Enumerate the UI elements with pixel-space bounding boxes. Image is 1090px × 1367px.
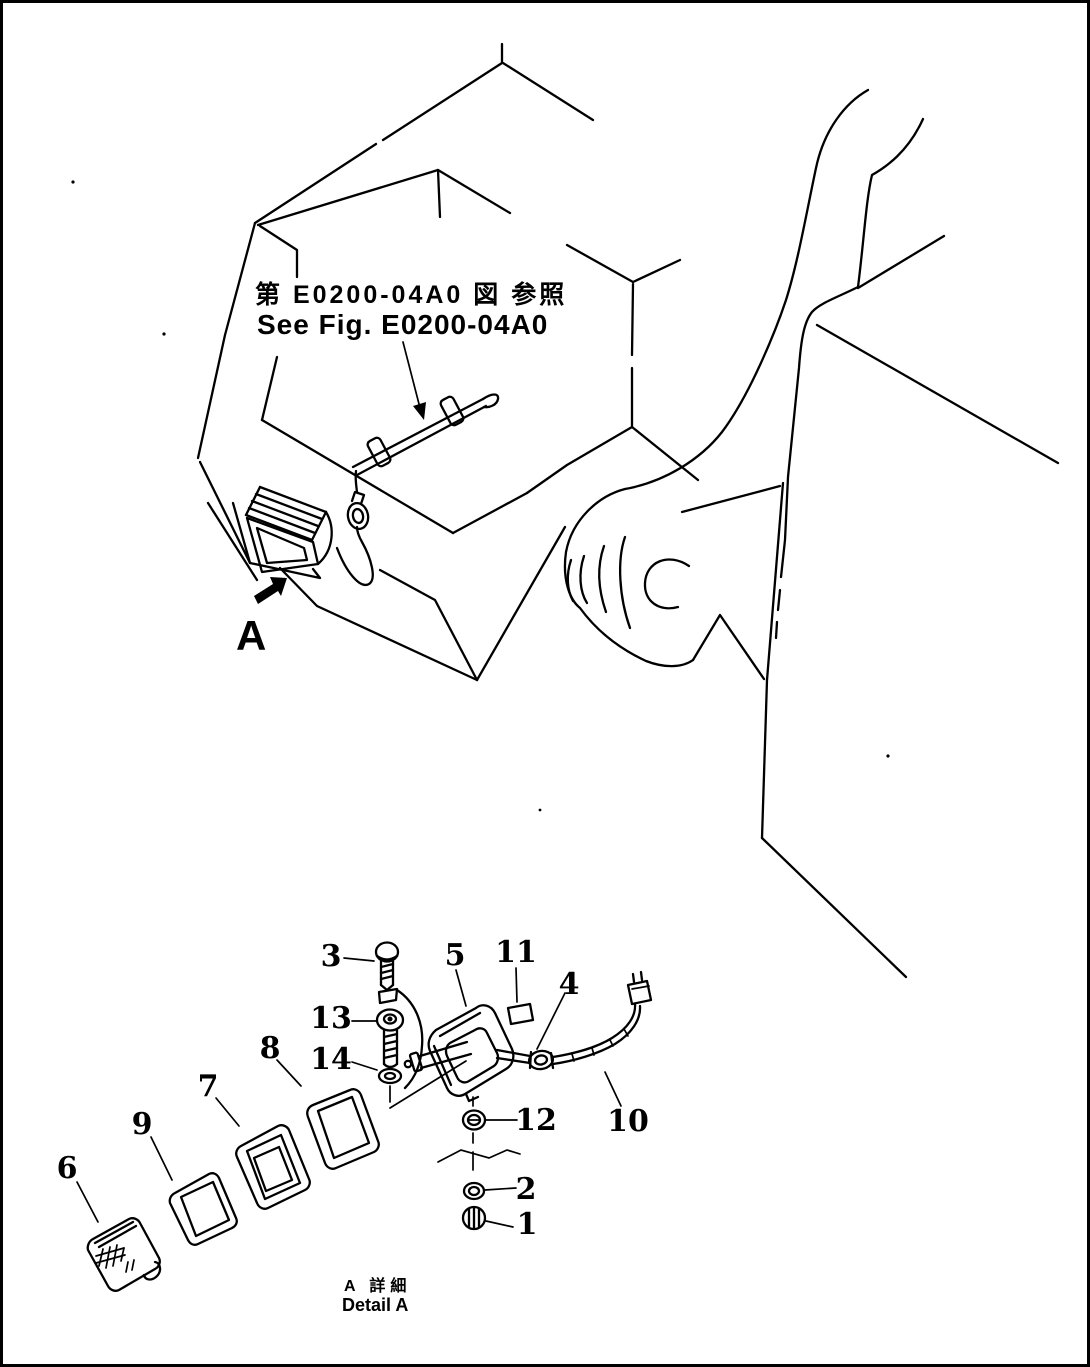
machine-body bbox=[196, 42, 1060, 979]
part-callout-5: 5 bbox=[445, 938, 466, 973]
part-plate-11 bbox=[506, 1002, 535, 1026]
wiring-installed bbox=[335, 393, 500, 586]
part-housing-5 bbox=[427, 1004, 515, 1107]
view-label-a: A bbox=[236, 612, 266, 659]
part-callout-14: 14 bbox=[310, 1042, 352, 1077]
part-callout-6: 6 bbox=[57, 1151, 78, 1186]
part-washer-12 bbox=[461, 1109, 487, 1144]
view-arrow-a bbox=[254, 577, 287, 604]
detail-caption-jp: A 詳細 bbox=[344, 1276, 411, 1295]
part-callout-11: 11 bbox=[495, 935, 537, 970]
arm-foot-curls bbox=[566, 535, 691, 630]
part-frame-9 bbox=[168, 1172, 238, 1246]
paper-specks bbox=[71, 180, 890, 812]
loader-arm bbox=[563, 88, 925, 668]
part-callout-1: 1 bbox=[517, 1207, 538, 1242]
part-callout-9: 9 bbox=[132, 1107, 153, 1142]
leader-lines bbox=[76, 957, 622, 1228]
part-bolt-3 bbox=[374, 941, 400, 1005]
reference-note-en: See Fig. E0200-04A0 bbox=[257, 309, 548, 340]
hidden-bracket-line bbox=[437, 1149, 521, 1163]
part-callout-7: 7 bbox=[198, 1069, 219, 1104]
part-washer-14 bbox=[377, 1067, 403, 1103]
part-callout-12: 12 bbox=[515, 1103, 557, 1138]
part-nut-1 bbox=[461, 1205, 487, 1231]
bracket-strap bbox=[395, 988, 424, 1090]
part-callout-2: 2 bbox=[516, 1172, 537, 1207]
detail-caption-en: Detail A bbox=[342, 1295, 408, 1315]
exploded-lamp-assembly: 3 5 11 4 13 14 8 7 9 6 10 12 2 1 bbox=[57, 935, 653, 1292]
part-gasket-8 bbox=[306, 1088, 380, 1170]
part-harness-10 bbox=[551, 970, 653, 1066]
part-washer-2 bbox=[462, 1181, 486, 1201]
part-callout-4: 4 bbox=[559, 967, 580, 1002]
see-fig-arrow bbox=[402, 341, 426, 420]
part-callout-8: 8 bbox=[260, 1031, 281, 1066]
lamp-installed bbox=[231, 485, 333, 580]
part-callout-10: 10 bbox=[607, 1104, 649, 1139]
locator-line bbox=[389, 1060, 467, 1109]
part-nut-4 bbox=[527, 1049, 555, 1071]
lamp-stay-bracket bbox=[403, 1040, 532, 1073]
part-frame-7 bbox=[235, 1124, 311, 1210]
part-callouts: 3 5 11 4 13 14 8 7 9 6 10 12 2 1 bbox=[57, 935, 649, 1242]
part-lens-6 bbox=[86, 1217, 162, 1292]
part-callout-13: 13 bbox=[310, 1001, 352, 1036]
reference-note-jp: 第 E0200-04A0 図 参照 bbox=[255, 280, 567, 309]
part-callout-3: 3 bbox=[321, 939, 342, 974]
part-bolt-13 bbox=[375, 1008, 405, 1069]
